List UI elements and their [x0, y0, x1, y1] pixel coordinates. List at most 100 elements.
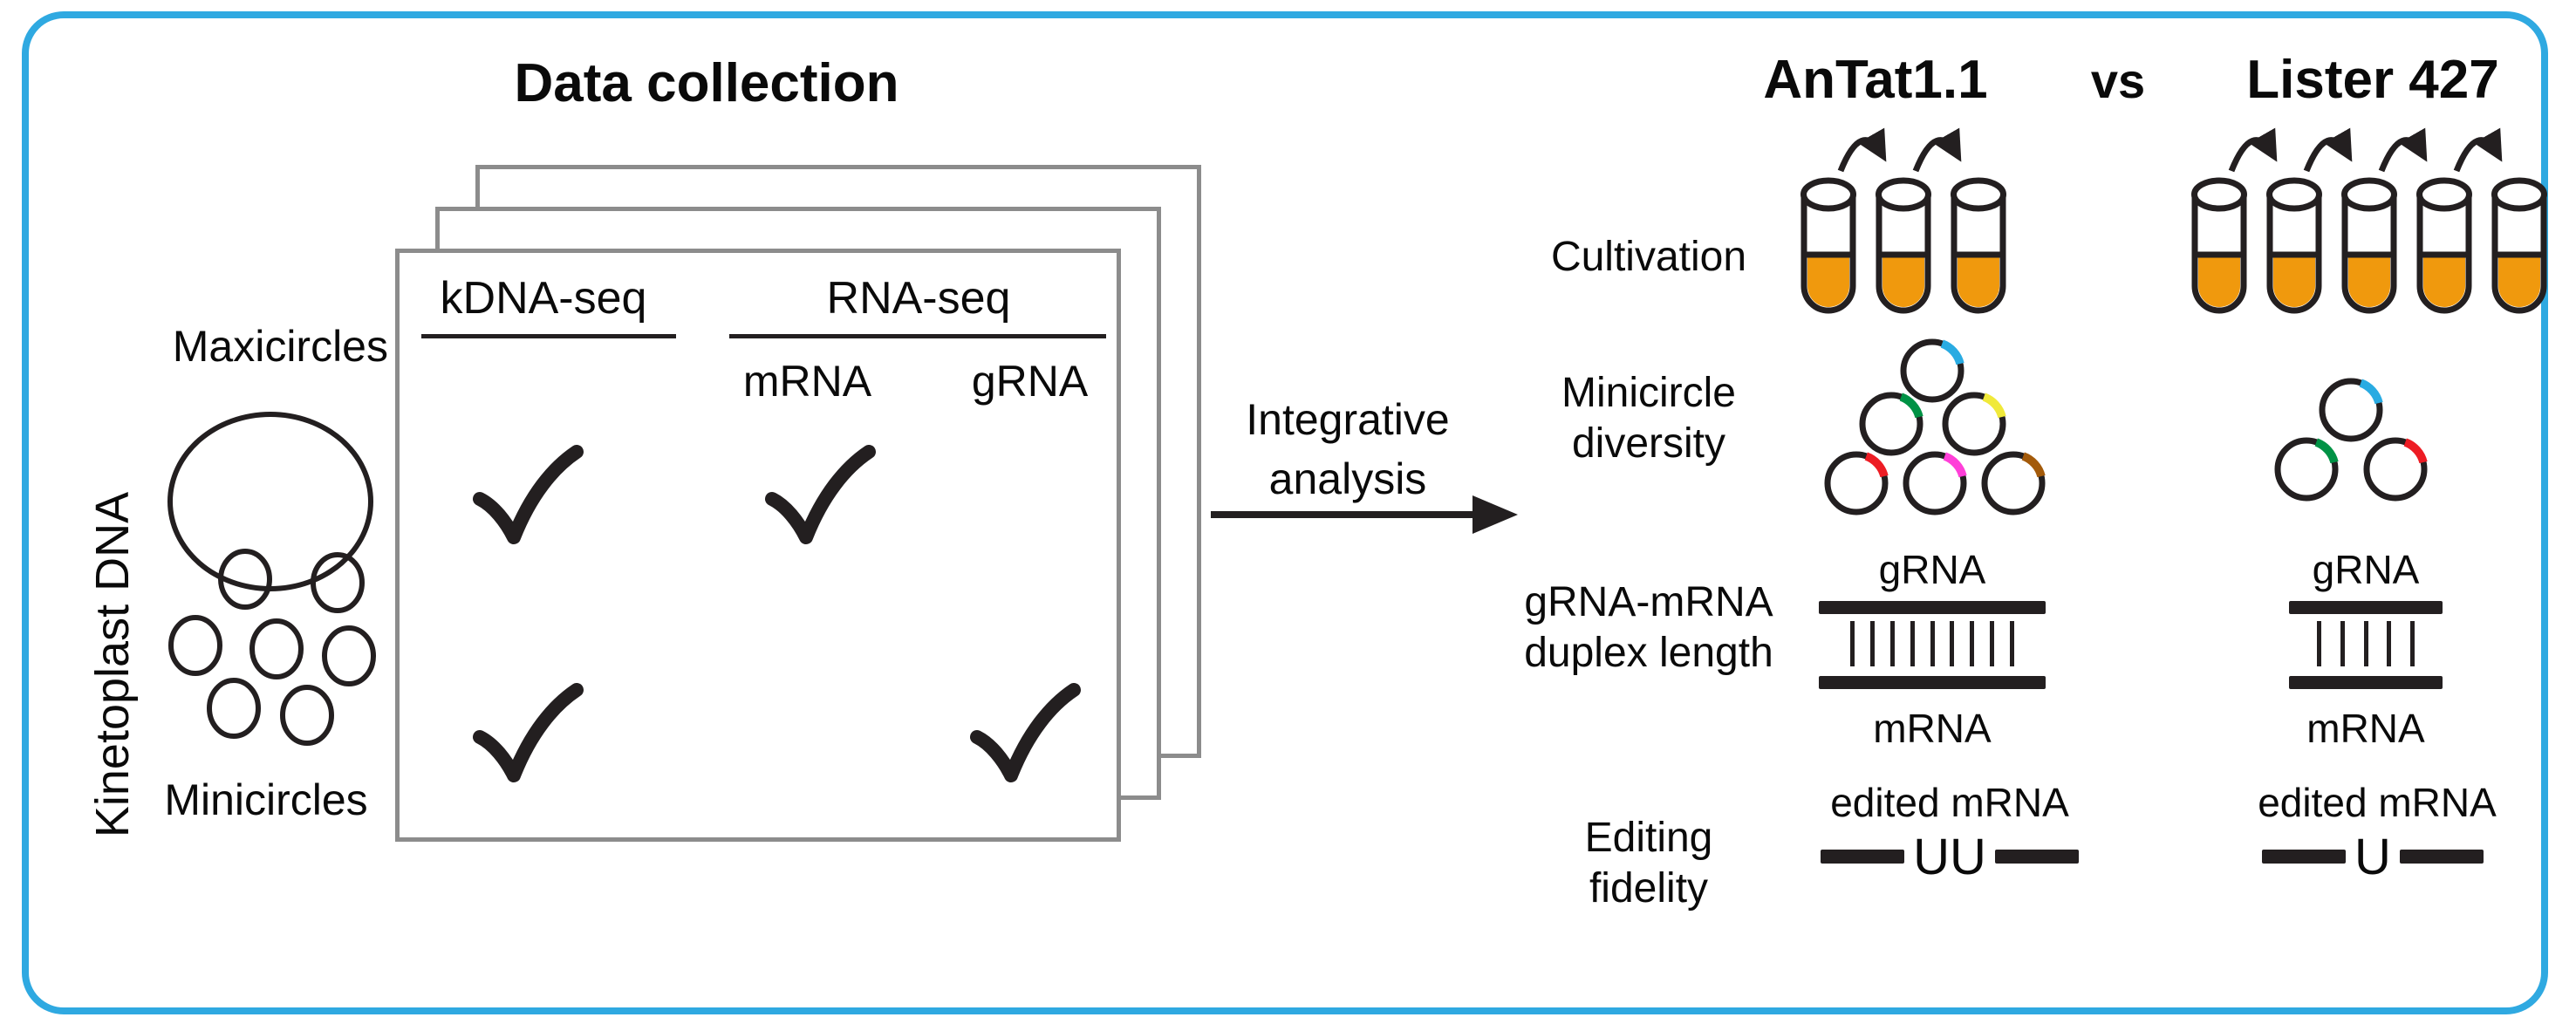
basepair-tick [2340, 621, 2345, 666]
row-label-editing-fidelity: Editing fidelity [1457, 813, 1841, 914]
tube-opening [1800, 177, 1856, 212]
row-label-line: duplex length [1524, 630, 1773, 676]
minicircle [322, 625, 376, 686]
minicircles-label: Minicircles [164, 775, 368, 824]
minicircle-class-arc [2359, 379, 2383, 405]
row-label-line: fidelity [1589, 865, 1709, 912]
minicircle [207, 678, 261, 739]
tube-opening [2341, 177, 2397, 212]
basepair-tick [1850, 621, 1855, 666]
basepair-tick [2010, 621, 2014, 666]
row-label-line: diversity [1571, 420, 1726, 467]
culture-liquid [2423, 255, 2465, 307]
minicircle-class-arc [1864, 452, 1889, 478]
mrna-segment-bar [1821, 850, 1905, 864]
strain-a-mrna-label: mRNA [1873, 706, 1992, 751]
rna-seq-underline [729, 334, 1106, 338]
minicircle [1824, 451, 1889, 516]
strain-b-insert-text: U [2354, 828, 2391, 885]
check-glyph [473, 445, 584, 544]
minicircle [2274, 437, 2339, 502]
tube-opening [1951, 177, 2006, 212]
minicircle-class-arc [2021, 452, 2046, 478]
tube-opening [2191, 177, 2247, 212]
check-glyph [765, 445, 876, 544]
tube-body [2191, 195, 2247, 314]
strain-b-grna-strand [2289, 601, 2443, 614]
passage-arrow [2453, 127, 2503, 173]
strain-a-mrna-strand [1819, 676, 2046, 689]
kdna-seq-underline [421, 334, 676, 338]
strain-b-header: Lister 427 [2246, 50, 2499, 110]
minicircle [249, 618, 304, 679]
minicircle [2319, 378, 2383, 442]
row-label-line: gRNA-mRNA [1524, 579, 1773, 625]
culture-liquid [2198, 255, 2240, 307]
basepair-tick [1930, 621, 1935, 666]
row-label-minicircle-diversity: Minicircle diversity [1457, 368, 1841, 469]
passage-arrow [2378, 127, 2428, 173]
dataset-card-front: kDNA-seq RNA-seq mRNA gRNA [395, 249, 1121, 842]
strain-b-mrna-strand [2289, 676, 2443, 689]
minicircle-class-arc [1940, 339, 1964, 365]
test-tube [2341, 177, 2397, 314]
culture-liquid [2348, 255, 2390, 307]
tube-body [1951, 195, 2006, 314]
basepair-tick [2317, 621, 2321, 666]
minicircle-class-arc [1982, 393, 2006, 419]
culture-liquid [1882, 255, 1924, 307]
minicircle-class-arc [1943, 452, 1967, 478]
strain-b-edited-mrna-label: edited mRNA [2258, 780, 2497, 825]
mrna-segment-bar [2399, 850, 2484, 864]
strain-b-minicircles [2274, 378, 2428, 502]
basepair-tick [1889, 621, 1895, 666]
culture-liquid [2498, 255, 2540, 307]
culture-liquid [1958, 255, 1999, 307]
basepair-tick [2387, 621, 2392, 666]
tube-opening [1876, 177, 1931, 212]
strain-a-insert-text: UU [1913, 828, 1986, 885]
check-mark-mrna [765, 445, 876, 544]
basepair-tick [1950, 621, 1955, 666]
row-label-duplex-length: gRNA-mRNA duplex length [1457, 577, 1841, 679]
test-tube [2491, 177, 2547, 314]
minicircle [1900, 338, 1964, 403]
strain-a-grna-strand [1819, 601, 2046, 614]
table-header-rna-seq: RNA-seq [826, 273, 1011, 324]
strain-b-basepair-ticks [2317, 621, 2415, 666]
check-glyph [970, 683, 1081, 782]
basepair-tick [1970, 621, 1975, 666]
row-label-cultivation: Cultivation [1457, 232, 1841, 283]
minicircle [2363, 437, 2428, 502]
subheader-mrna: mRNA [742, 357, 872, 406]
mrna-segment-bar [2262, 850, 2347, 864]
strain-a-editing-motif: UU [1810, 828, 2089, 885]
tube-opening [2266, 177, 2322, 212]
maxicircles-label: Maxicircles [172, 322, 388, 371]
tube-body [2491, 195, 2547, 314]
integrative-analysis-arrow [1211, 495, 1518, 534]
minicircle-cluster [168, 549, 376, 746]
strain-b-mrna-label: mRNA [2306, 706, 2425, 751]
culture-liquid [1807, 255, 1849, 307]
kinetoplast-dna-label: Kinetoplast DNA [86, 491, 139, 838]
figure-border [22, 11, 2548, 1014]
test-tube [2266, 177, 2322, 314]
tube-body [2416, 195, 2472, 314]
basepair-tick [1869, 621, 1875, 666]
minicircle [1942, 392, 2006, 456]
test-tube [2416, 177, 2472, 314]
test-tube [1951, 177, 2006, 314]
minicircle [1859, 392, 1923, 456]
passage-arrow [1912, 127, 1962, 173]
row-label-line: Editing [1584, 815, 1713, 861]
passage-arrow [2303, 127, 2353, 173]
test-tube [1800, 177, 1856, 314]
minicircle [1981, 451, 2046, 516]
basepair-tick [1910, 621, 1915, 666]
strain-a-basepair-ticks [1850, 621, 2014, 666]
strain-b-culture-tubes [2191, 127, 2547, 314]
tube-opening [2491, 177, 2547, 212]
basepair-tick [1990, 621, 1995, 666]
